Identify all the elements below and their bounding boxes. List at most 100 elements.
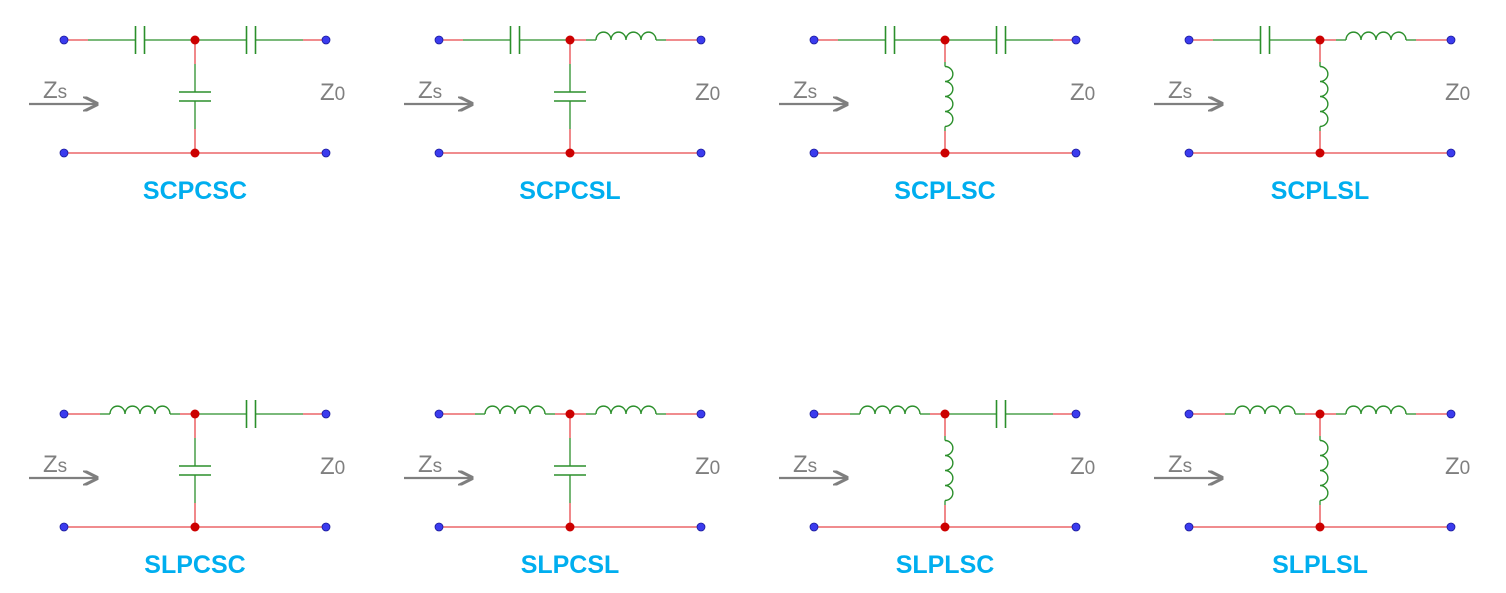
- load-impedance-label-main: Z: [1445, 79, 1460, 106]
- inductor-coil: [944, 439, 954, 502]
- shunt-capacitor: [554, 64, 586, 129]
- terminal-node: [1446, 409, 1456, 419]
- series-inductor: [850, 405, 930, 415]
- terminal-node: [321, 35, 331, 45]
- inductor-coil: [1234, 405, 1296, 415]
- load-impedance-label-subscript: 0: [710, 84, 721, 105]
- source-impedance-label-main: Z: [1168, 451, 1183, 478]
- load-impedance-label-main: Z: [695, 453, 710, 480]
- shunt-inductor: [1319, 436, 1329, 505]
- load-impedance-label: Z0: [320, 79, 345, 106]
- inductor-coil: [595, 405, 657, 415]
- series-inductor: [1225, 405, 1305, 415]
- terminal-node: [434, 148, 444, 158]
- terminal-node: [59, 409, 69, 419]
- terminal-node: [1184, 409, 1194, 419]
- source-impedance-label: Zs: [418, 451, 442, 478]
- junction-node: [1315, 35, 1325, 45]
- source-impedance-label: Zs: [418, 77, 442, 104]
- inductor-coil: [109, 405, 171, 415]
- terminal-node: [1184, 522, 1194, 532]
- circuit-title: SLPLSL: [1272, 551, 1368, 579]
- load-impedance-label: Z0: [695, 79, 720, 106]
- load-impedance-label: Z0: [320, 453, 345, 480]
- circuit-title: SCPCSL: [519, 177, 620, 205]
- series-inductor: [100, 405, 180, 415]
- load-impedance-label-main: Z: [1445, 453, 1460, 480]
- series-capacitor: [838, 26, 942, 54]
- series-capacitor: [88, 26, 192, 54]
- source-impedance-label-subscript: s: [58, 82, 68, 103]
- source-impedance-label-subscript: s: [433, 82, 443, 103]
- terminal-node: [696, 148, 706, 158]
- load-impedance-label-subscript: 0: [1460, 458, 1471, 479]
- junction-node: [940, 409, 950, 419]
- series-capacitor: [199, 26, 303, 54]
- terminal-node: [809, 409, 819, 419]
- source-impedance-label-main: Z: [43, 451, 58, 478]
- series-capacitor: [949, 26, 1053, 54]
- load-impedance-label: Z0: [1070, 453, 1095, 480]
- terminal-node: [1446, 148, 1456, 158]
- series-capacitor: [1213, 26, 1317, 54]
- circuit-title: SCPCSC: [143, 177, 247, 205]
- source-impedance-label-subscript: s: [808, 456, 818, 477]
- junction-node: [565, 522, 575, 532]
- terminal-node: [1071, 35, 1081, 45]
- source-impedance-label-main: Z: [43, 77, 58, 104]
- load-impedance-label: Z0: [695, 453, 720, 480]
- junction-node: [565, 35, 575, 45]
- terminal-node: [1071, 148, 1081, 158]
- junction-node: [940, 148, 950, 158]
- terminal-node: [1071, 409, 1081, 419]
- source-impedance-label: Zs: [793, 77, 817, 104]
- circuit-title: SLPCSL: [521, 551, 620, 579]
- source-impedance-label-subscript: s: [58, 456, 68, 477]
- junction-node: [1315, 148, 1325, 158]
- series-capacitor: [463, 26, 567, 54]
- terminal-node: [809, 148, 819, 158]
- inductor-coil: [944, 65, 954, 128]
- load-impedance-label: Z0: [1445, 79, 1470, 106]
- terminal-node: [59, 148, 69, 158]
- source-impedance-label-subscript: s: [808, 82, 818, 103]
- inductor-coil: [1319, 439, 1329, 502]
- series-capacitor: [949, 400, 1053, 428]
- load-impedance-label: Z0: [1445, 453, 1470, 480]
- inductor-coil: [484, 405, 546, 415]
- source-impedance-label-main: Z: [418, 451, 433, 478]
- junction-node: [190, 148, 200, 158]
- load-impedance-label-main: Z: [320, 453, 335, 480]
- terminal-node: [434, 522, 444, 532]
- source-impedance-label: Zs: [43, 451, 67, 478]
- junction-node: [940, 35, 950, 45]
- terminal-node: [696, 522, 706, 532]
- source-impedance-label-subscript: s: [433, 456, 443, 477]
- series-inductor: [475, 405, 555, 415]
- junction-node: [190, 409, 200, 419]
- shunt-inductor: [944, 62, 954, 131]
- junction-node: [190, 35, 200, 45]
- load-impedance-label: Z0: [1070, 79, 1095, 106]
- load-impedance-label-subscript: 0: [710, 458, 721, 479]
- shunt-capacitor: [179, 438, 211, 503]
- source-impedance-label: Zs: [43, 77, 67, 104]
- inductor-coil: [1345, 405, 1407, 415]
- source-impedance-label-main: Z: [1168, 77, 1183, 104]
- load-impedance-label-subscript: 0: [335, 458, 346, 479]
- shunt-capacitor: [179, 64, 211, 129]
- terminal-node: [434, 409, 444, 419]
- series-inductor: [586, 405, 666, 415]
- load-impedance-label-subscript: 0: [1460, 84, 1471, 105]
- terminal-node: [1446, 522, 1456, 532]
- source-impedance-label-subscript: s: [1183, 456, 1193, 477]
- load-impedance-label-subscript: 0: [1085, 84, 1096, 105]
